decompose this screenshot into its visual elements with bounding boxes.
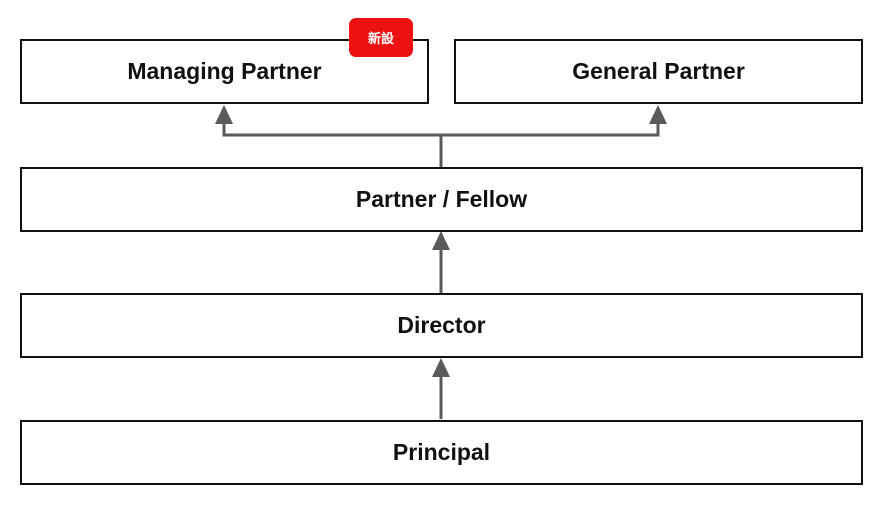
node-label: Managing Partner [127, 58, 322, 84]
badge-label: 新設 [367, 32, 394, 47]
node-director: Director [20, 293, 863, 358]
node-partner-fellow: Partner / Fellow [20, 167, 863, 232]
arrowhead-partner-fellow [432, 231, 450, 250]
arrowhead-managing-partner [215, 105, 233, 124]
node-label: General Partner [572, 58, 745, 84]
node-label: Director [397, 312, 486, 338]
arrowhead-general-partner [649, 105, 667, 124]
arrow-partner-to-upper-roles [222, 124, 443, 167]
node-label: Partner / Fellow [355, 186, 528, 212]
arrowhead-director [432, 358, 450, 377]
new-badge: 新設 [349, 18, 413, 57]
node-label: Principal [392, 439, 491, 465]
node-general-partner: General Partner [454, 39, 863, 104]
arrow-partner-to-general [441, 124, 660, 137]
node-principal: Principal [20, 420, 863, 485]
